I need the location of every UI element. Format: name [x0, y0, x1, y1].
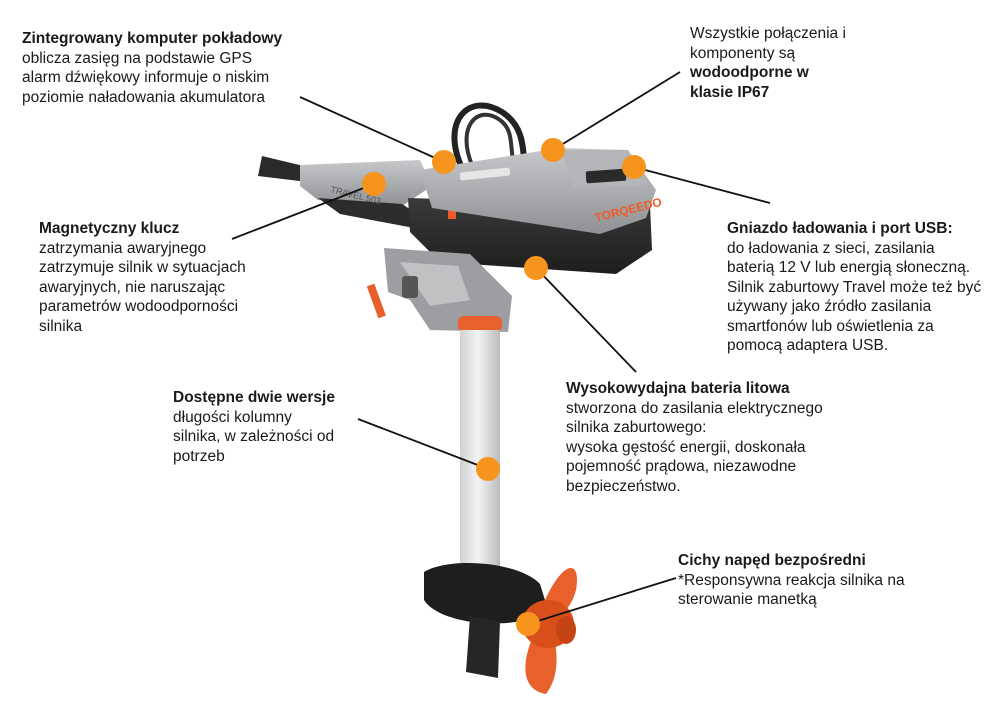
- tiller: TRAVEL 503: [258, 156, 432, 228]
- callout-waterproof: Wszystkie połączenia i komponenty są wod…: [690, 24, 910, 102]
- callout-line: parametrów wodoodporności: [39, 298, 239, 315]
- clamp-bracket: [366, 248, 512, 332]
- callout-line: do ładowania z sieci, zasilania: [727, 239, 935, 257]
- callout-line: silnika, w zależności od: [173, 428, 335, 445]
- callout-line-bold: wodoodporne w: [690, 64, 809, 81]
- hotspot-column[interactable]: [476, 457, 500, 481]
- callout-direct-drive: Cichy napęd bezpośredni *Responsywna rea…: [678, 551, 978, 610]
- callout-title: Cichy napęd bezpośredni: [678, 552, 866, 569]
- callout-line: awaryjnych, nie naruszając: [39, 278, 226, 296]
- hotspot-battery[interactable]: [524, 256, 548, 280]
- callout-title: Dostępne dwie wersje: [173, 389, 335, 406]
- callout-line: Silnik zaburtowy Travel może też być: [727, 278, 982, 296]
- hotspot-ip67[interactable]: [541, 138, 565, 162]
- callout-line: pomocą adaptera USB.: [727, 337, 889, 354]
- callout-line: potrzeb: [173, 447, 225, 465]
- leader-key: [231, 183, 375, 240]
- callout-charging-usb: Gniazdo ładowania i port USB: do ładowan…: [727, 219, 1002, 356]
- callout-line: pojemność prądowa, niezawodne: [566, 458, 797, 475]
- callout-line: smartfonów lub oświetlenia za: [727, 317, 934, 335]
- leader-column: [357, 418, 489, 470]
- callout-line: zatrzymuje silnik w sytuacjach: [39, 259, 246, 276]
- leader-lines: [231, 71, 771, 625]
- callout-shaft-versions: Dostępne dwie wersje długości kolumny si…: [173, 388, 373, 466]
- callout-onboard-computer: Zintegrowany komputer pokładowy oblicza …: [22, 29, 342, 107]
- callout-line: zatrzymania awaryjnego: [39, 239, 207, 257]
- callout-title: Zintegrowany komputer pokładowy: [22, 30, 283, 47]
- callout-magnetic-key: Magnetyczny klucz zatrzymania awaryjnego…: [39, 219, 299, 336]
- callout-line: sterowanie manetką: [678, 591, 817, 608]
- callout-title: Wysokowydajna bateria litowa: [566, 380, 790, 397]
- callout-line: wysoka gęstość energii, doskonała: [566, 438, 806, 456]
- callout-line: poziomie naładowania akumulatora: [22, 88, 265, 106]
- callout-line: bezpieczeństwo.: [566, 477, 681, 495]
- hotspot-key[interactable]: [362, 172, 386, 196]
- lower-unit: [424, 562, 548, 678]
- leader-ip67: [552, 71, 681, 151]
- callout-line: *Responsywna reakcja silnika na: [678, 571, 905, 589]
- callout-line: długości kolumny: [173, 408, 292, 426]
- callout-line: używany jako źródło zasilania: [727, 298, 932, 315]
- callout-line: Wszystkie połączenia i: [690, 25, 846, 42]
- leader-battery: [535, 267, 637, 373]
- leader-usb: [633, 166, 771, 204]
- callout-title: Gniazdo ładowania i port USB:: [727, 220, 953, 237]
- leader-drive: [527, 577, 677, 625]
- callout-line: silnika: [39, 317, 83, 335]
- motor-shaft: [458, 316, 502, 580]
- callout-line: stworzona do zasilania elektrycznego: [566, 399, 823, 417]
- hotspot-usb[interactable]: [622, 155, 646, 179]
- propeller: [522, 568, 578, 694]
- callout-line-bold: klasie IP67: [690, 83, 770, 101]
- callout-line: komponenty są: [690, 44, 796, 62]
- callout-line: silnika zaburtowego:: [566, 419, 707, 436]
- callout-line: baterią 12 V lub energią słoneczną.: [727, 259, 970, 276]
- hotspot-computer[interactable]: [432, 150, 456, 174]
- leader-computer: [299, 96, 445, 163]
- hotspot-drive[interactable]: [516, 612, 540, 636]
- callout-title: Magnetyczny klucz: [39, 220, 180, 237]
- callout-lithium-battery: Wysokowydajna bateria litowa stworzona d…: [566, 379, 866, 496]
- callout-line: alarm dźwiękowy informuje o niskim: [22, 69, 270, 86]
- hotspot-markers: [362, 138, 646, 636]
- callout-line: oblicza zasięg na podstawie GPS: [22, 49, 253, 67]
